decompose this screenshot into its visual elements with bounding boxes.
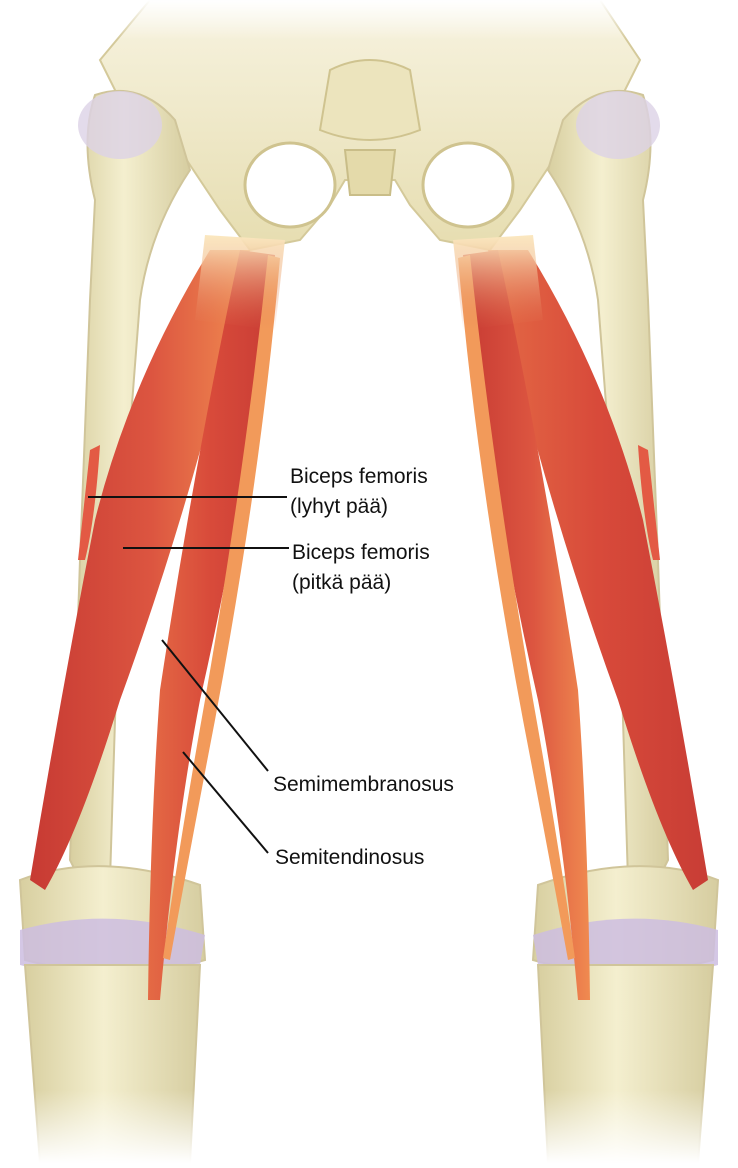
label-biceps-femoris-long-head: Biceps femoris (pitkä pää) xyxy=(292,538,430,598)
left-hamstring-origin-tendon xyxy=(195,235,285,330)
obturator-foramen-right xyxy=(423,143,513,227)
label-biceps-long-line1: Biceps femoris xyxy=(292,538,430,568)
label-biceps-femoris-short-head: Biceps femoris (lyhyt pää) xyxy=(290,462,428,522)
right-hamstring-origin-tendon xyxy=(453,235,543,330)
left-greater-trochanter xyxy=(78,91,162,159)
coccyx xyxy=(345,150,395,195)
top-fade xyxy=(0,0,738,40)
label-semitendinosus: Semitendinosus xyxy=(275,843,424,873)
right-greater-trochanter xyxy=(576,91,660,159)
obturator-foramen-left xyxy=(245,143,335,227)
label-biceps-short-line2: (lyhyt pää) xyxy=(290,492,428,522)
bottom-fade xyxy=(0,1090,738,1163)
label-biceps-long-line2: (pitkä pää) xyxy=(292,568,430,598)
sacrum xyxy=(320,60,420,140)
label-semimembranosus: Semimembranosus xyxy=(273,770,454,800)
label-biceps-short-line1: Biceps femoris xyxy=(290,462,428,492)
